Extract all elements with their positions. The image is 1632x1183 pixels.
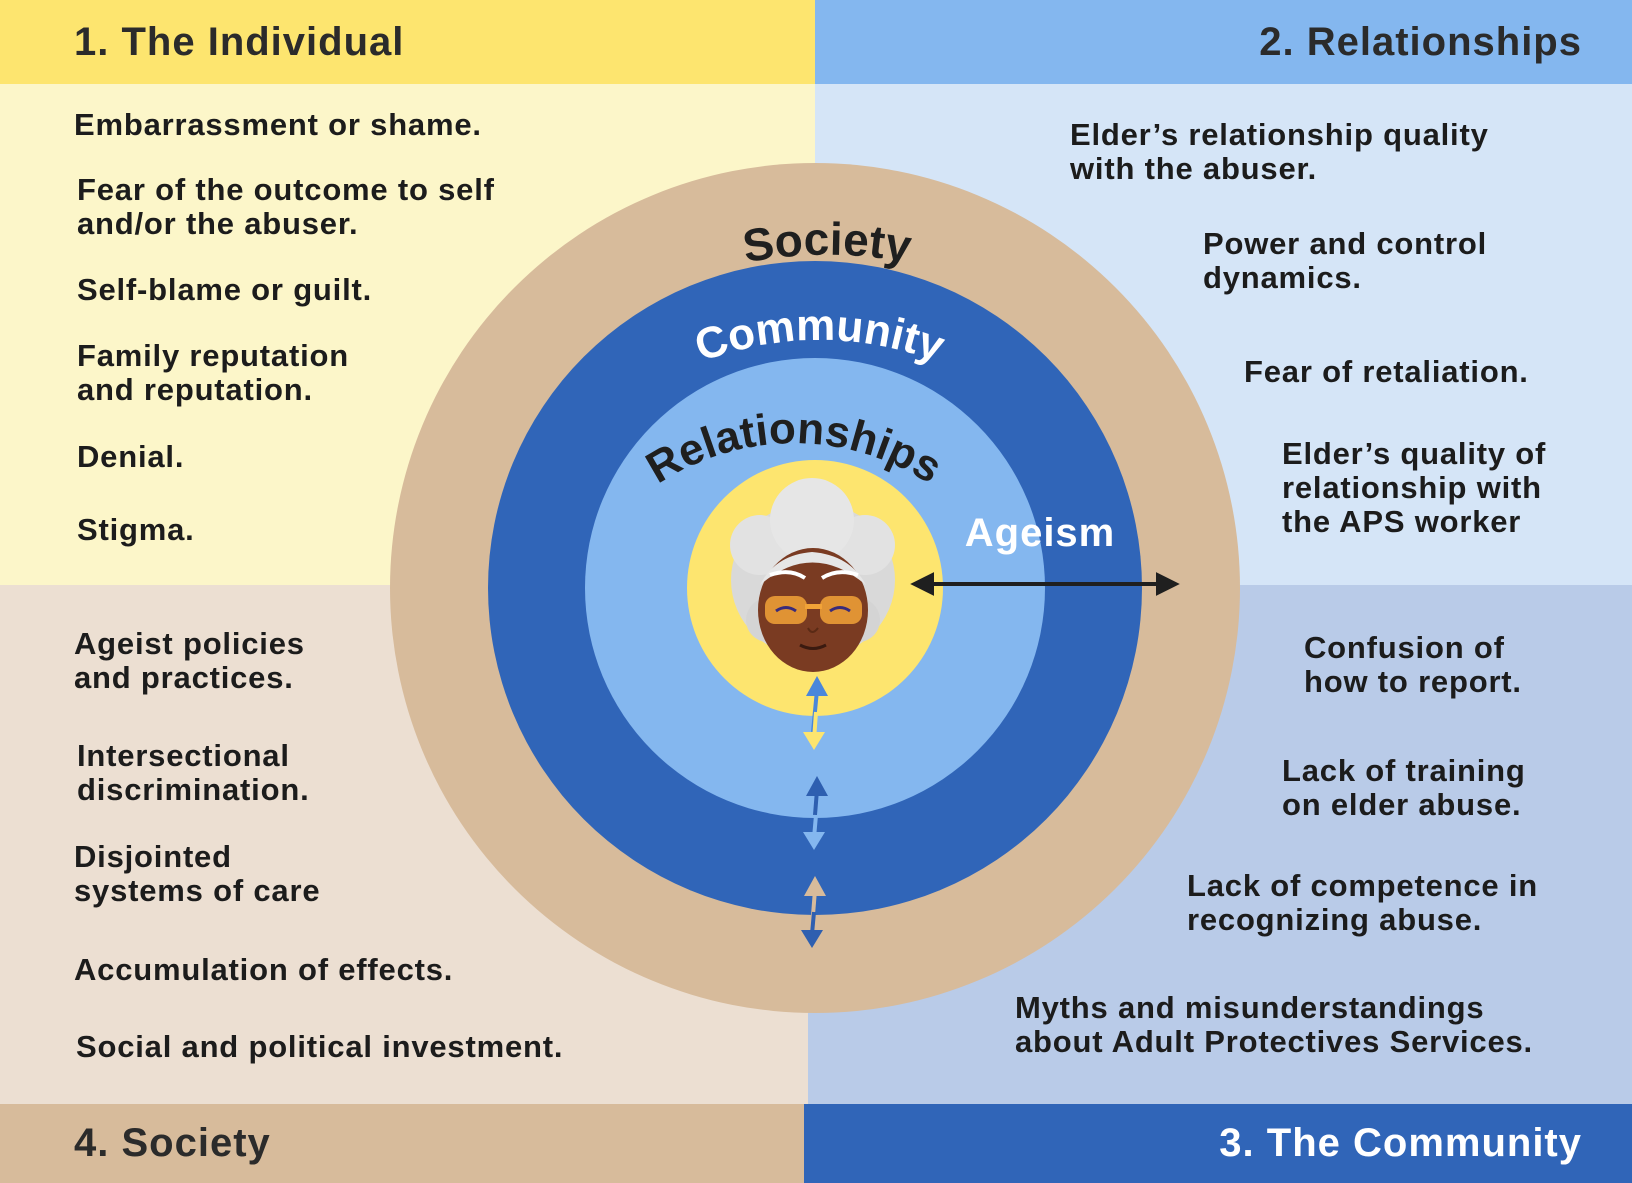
- individual-item: Fear of the outcome to self and/or the a…: [77, 172, 495, 241]
- society-item: Accumulation of effects.: [74, 952, 454, 987]
- individual-item: Embarrassment or shame.: [74, 107, 482, 142]
- individual-item: Self-blame or guilt.: [77, 272, 373, 307]
- individual-item: Denial.: [77, 439, 185, 474]
- individual-item: Stigma.: [77, 512, 195, 547]
- community-item: Lack of competence in recognizing abuse.: [1187, 868, 1539, 937]
- relationship-item: Elder’s quality of relationship with the…: [1282, 436, 1547, 539]
- community-item: Confusion of how to report.: [1304, 630, 1522, 699]
- society-header: 4. Society: [0, 1104, 804, 1183]
- relationship-item: Power and control dynamics.: [1203, 226, 1488, 295]
- community-item: Myths and misunderstandings about Adult …: [1015, 990, 1533, 1059]
- society-item: Social and political investment.: [76, 1029, 564, 1064]
- society-item: Intersectional discrimination.: [77, 738, 310, 807]
- society-item: Ageist policies and practices.: [74, 626, 305, 695]
- community-header: 3. The Community: [804, 1104, 1632, 1183]
- community-item: Lack of training on elder abuse.: [1282, 753, 1526, 822]
- society-item: Disjointed systems of care: [74, 839, 321, 908]
- relationship-item: Elder’s relationship quality with the ab…: [1070, 117, 1489, 186]
- relationships-header: 2. Relationships: [815, 0, 1632, 84]
- relationship-item: Fear of retaliation.: [1244, 354, 1529, 389]
- individual-item: Family reputation and reputation.: [77, 338, 349, 407]
- individual-header: 1. The Individual: [0, 0, 815, 84]
